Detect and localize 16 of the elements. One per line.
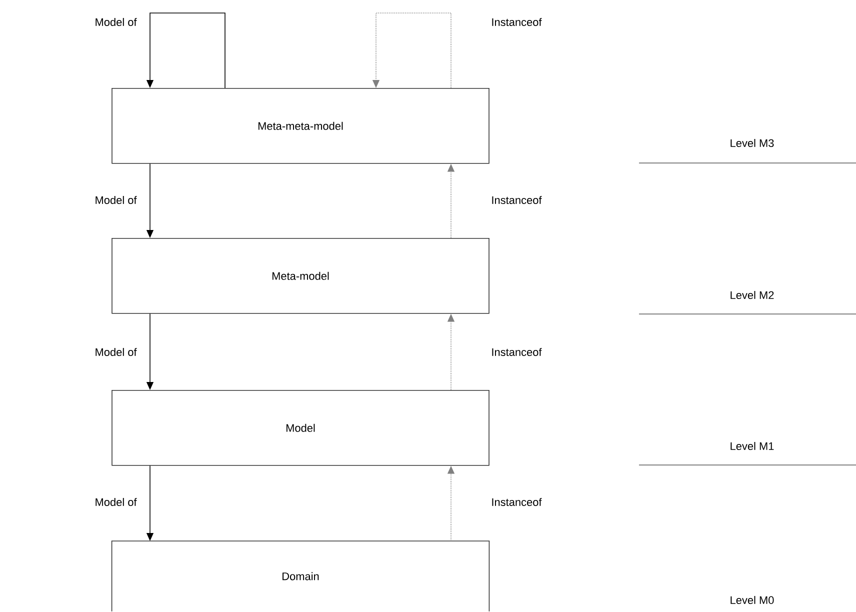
level-box: Meta-meta-model: [112, 88, 490, 164]
edge-label: Model of: [96, 348, 137, 356]
level-label: Level M0: [730, 596, 774, 604]
edge-label: Model of: [96, 196, 137, 204]
edge-label: Instanceof: [492, 498, 542, 506]
edge-label: Model of: [96, 18, 137, 26]
level-label: Level M3: [730, 138, 774, 148]
edge-label: Instanceof: [492, 348, 542, 356]
edge-label: Instanceof: [492, 196, 542, 204]
level-label: Level M2: [730, 290, 774, 300]
level-label: Level M1: [730, 442, 774, 450]
level-box: Model: [112, 390, 490, 466]
level-box: Meta-model: [112, 238, 490, 314]
edge-label: Model of: [96, 498, 137, 506]
edge-label: Instanceof: [492, 18, 542, 26]
level-box: Domain: [111, 540, 490, 612]
